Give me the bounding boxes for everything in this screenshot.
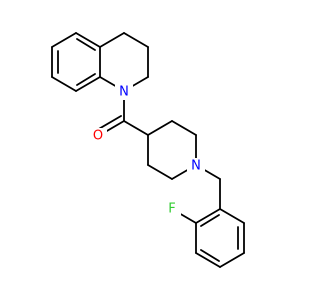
atom-labels: N O N F [89, 84, 205, 217]
bond [219, 252, 245, 268]
bond-double-inner [76, 73, 96, 86]
bond [147, 120, 173, 136]
bond [219, 208, 245, 224]
bond [123, 32, 149, 48]
oxygen-label: O [93, 129, 103, 144]
bond-double-inner [76, 38, 96, 51]
bond [75, 32, 101, 48]
bond [147, 164, 173, 180]
bond [75, 76, 101, 92]
bond-layer [51, 32, 245, 268]
bond-carbonyl-2 [96, 115, 122, 131]
nitrogen-quinoline-label: N [119, 85, 129, 100]
bond [51, 76, 77, 92]
molecule-structure: N O N F [51, 32, 245, 268]
bond [195, 208, 221, 224]
fluorine-label: F [168, 202, 175, 217]
bond [51, 32, 77, 48]
bond [195, 252, 221, 268]
bond-double-inner [200, 249, 220, 262]
bond [99, 32, 125, 48]
bond [171, 120, 197, 136]
nitrogen-piperidine-label: N [191, 159, 201, 174]
bond-double-inner [200, 214, 220, 227]
bond [123, 120, 149, 136]
